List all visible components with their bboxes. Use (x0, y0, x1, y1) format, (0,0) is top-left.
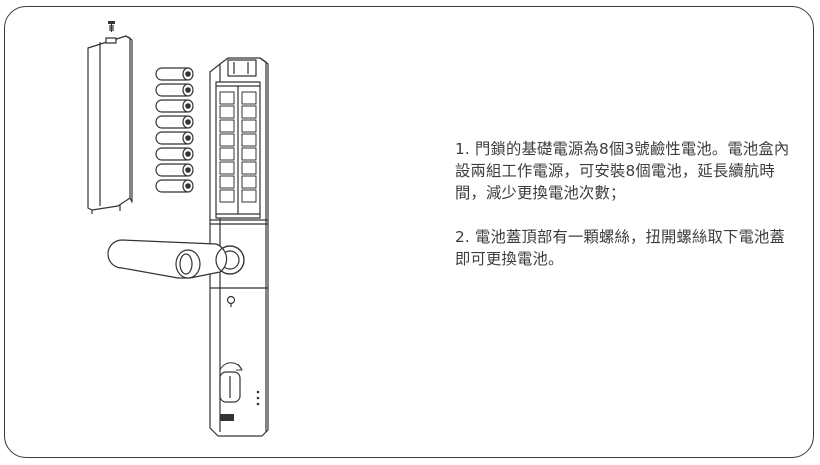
battery-stack (155, 67, 194, 193)
instruction-step-2: 2. 電池蓋頂部有一顆螺絲，扭開螺絲取下電池蓋即可更換電池。 (455, 228, 785, 268)
screw-icon (108, 21, 115, 32)
door-lock-illustration (87, 21, 269, 437)
instruction-step-1: 1. 門鎖的基礎電源為8個3號鹼性電池。電池盒內設兩組工作電源，可安裝8個電池，… (455, 140, 790, 202)
lever-handle (107, 239, 245, 279)
instructions-text: 1. 門鎖的基礎電源為8個3號鹼性電池。電池盒內設兩組工作電源，可安裝8個電池，… (455, 138, 790, 270)
battery-cover (87, 35, 133, 214)
lock-body (209, 57, 269, 437)
content-frame (4, 6, 814, 458)
